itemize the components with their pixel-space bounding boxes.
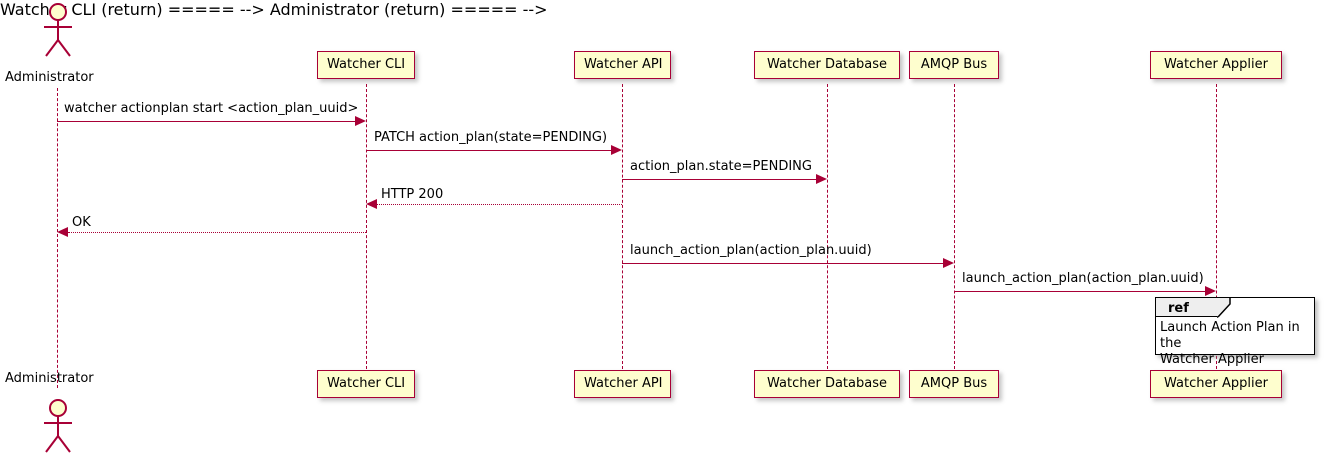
lifeline-watcher-database (827, 84, 828, 369)
actor-administrator-bottom-icon (44, 399, 72, 453)
participant-watcher-cli-top[interactable]: Watcher CLI (317, 51, 415, 79)
lifeline-watcher-cli (366, 84, 367, 369)
message-line-5 (68, 232, 366, 233)
participant-watcher-database-bottom[interactable]: Watcher Database (754, 370, 900, 398)
ref-fragment-tab-label: ref (1168, 301, 1189, 316)
ref-fragment-tab-fold-icon (1217, 298, 1231, 318)
ref-fragment-box (1155, 297, 1315, 355)
message-line-3 (622, 179, 816, 180)
lifeline-watcher-api (622, 84, 623, 369)
message-label-7: launch_action_plan(action_plan.uuid) (962, 271, 1204, 286)
message-arrowhead-7 (1205, 286, 1216, 296)
actor-administrator-bottom-label: Administrator (5, 371, 94, 386)
message-label-3: action_plan.state=PENDING (630, 159, 812, 174)
message-line-7 (954, 291, 1205, 292)
message-line-1 (57, 121, 355, 122)
lifeline-watcher-applier (1216, 84, 1217, 369)
lifeline-amqp-bus (954, 84, 955, 369)
message-arrowhead-1 (355, 116, 366, 126)
message-arrowhead-3 (816, 174, 827, 184)
message-line-6 (622, 263, 943, 264)
message-label-1: watcher actionplan start <action_plan_uu… (64, 101, 359, 116)
actor-administrator-top-label: Administrator (5, 70, 94, 85)
ref-fragment-text: Launch Action Plan in the Watcher Applie… (1160, 320, 1300, 367)
message-line-2 (366, 150, 611, 151)
message-arrowhead-5 (57, 227, 68, 237)
message-label-4: HTTP 200 (381, 187, 444, 202)
participant-watcher-database-top[interactable]: Watcher Database (754, 51, 900, 79)
participant-watcher-cli-bottom[interactable]: Watcher CLI (317, 370, 415, 398)
message-arrowhead-4 (366, 199, 377, 209)
participant-watcher-applier-top[interactable]: Watcher Applier (1150, 51, 1282, 79)
message-label-5: OK (72, 215, 91, 230)
message-line-4 (377, 204, 622, 205)
participant-watcher-api-bottom[interactable]: Watcher API (574, 370, 671, 398)
participant-watcher-applier-bottom[interactable]: Watcher Applier (1150, 370, 1282, 398)
participant-watcher-api-top[interactable]: Watcher API (574, 51, 671, 79)
actor-administrator-top-icon (44, 3, 72, 57)
message-arrowhead-2 (611, 145, 622, 155)
participant-amqp-bus-bottom[interactable]: AMQP Bus (909, 370, 999, 398)
message-label-6: launch_action_plan(action_plan.uuid) (630, 243, 872, 258)
participant-amqp-bus-top[interactable]: AMQP Bus (909, 51, 999, 79)
message-arrowhead-6 (943, 258, 954, 268)
lifeline-administrator (57, 88, 58, 388)
message-label-2: PATCH action_plan(state=PENDING) (374, 130, 608, 145)
